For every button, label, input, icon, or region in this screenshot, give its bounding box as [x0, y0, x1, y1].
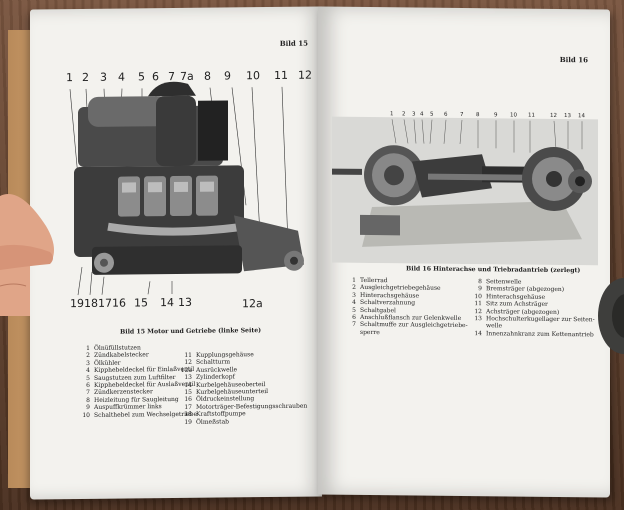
legend-number: 6 [86, 381, 90, 389]
callout-label: 13 [178, 295, 192, 309]
legend-number: 4 [352, 299, 356, 307]
legend-number: 13 [184, 374, 192, 382]
legend-text: Hochschulterkugellager zur Seiten- [486, 315, 595, 324]
callout-label: 6 [152, 70, 159, 84]
legend-text: welle [486, 322, 503, 330]
tape-roll [598, 278, 624, 354]
legend-number: 8 [86, 396, 90, 404]
right-page: Bild 16 [318, 6, 610, 498]
callout-label: 6 [444, 111, 448, 118]
callout-label: 3 [100, 70, 107, 84]
page-figure-number: Bild 15 [279, 38, 308, 48]
legend-number: 1 [352, 276, 356, 284]
callout-label: 8 [204, 69, 211, 83]
callout-label: 7 [460, 111, 464, 118]
callout-label: 1 [390, 111, 394, 118]
legend-number: 2 [352, 284, 356, 292]
figure-caption: Bild 15 Motor und Getriebe (linke Seite) [120, 327, 262, 336]
legend-number: 6 [352, 313, 356, 321]
callout-label: 19 [70, 296, 84, 311]
legend-number: 8 [478, 278, 482, 286]
callout-label: 17 [98, 296, 112, 310]
callout-label: 12 [550, 112, 557, 119]
legend-number: 15 [184, 388, 192, 396]
figure-caption: Bild 16 Hinterachse und Triebradantrieb … [406, 265, 581, 275]
page-figure-number: Bild 16 [559, 55, 588, 65]
legend-number: 9 [478, 285, 482, 293]
legend-number: 17 [184, 403, 192, 411]
legend-number: 5 [86, 374, 90, 382]
legend-number: 11 [184, 351, 192, 359]
legend-item: 14 Innenzahnkranz zum Kettenantrieb [470, 330, 595, 339]
legend-number: 12 [474, 307, 482, 315]
legend-number: 10 [82, 411, 90, 419]
legend-number: 12a [180, 366, 192, 374]
legend-text: Innenzahnkranz zum Kettenantrieb [486, 330, 594, 339]
legend-number: 13 [474, 315, 482, 323]
callout-label: 1 [66, 71, 73, 85]
engine-illustration [69, 81, 304, 296]
left-page: Bild 15 [30, 6, 322, 500]
legend-number: 1 [86, 344, 90, 352]
legend-text: Motorträger-Befestigungsschrauben [196, 402, 308, 411]
legend-number: 9 [86, 404, 90, 412]
callout-label: 7 [168, 70, 175, 84]
legend-number [470, 323, 482, 331]
legend-number: 3 [352, 291, 356, 299]
callout-label: 9 [224, 69, 231, 83]
callout-label: 14 [160, 296, 174, 310]
legend-number [344, 329, 356, 337]
callout-label: 4 [118, 70, 125, 84]
rear-axle-photo: 1 2 3 4 5 6 7 8 9 10 11 12 13 14 [332, 107, 598, 266]
callout-label: 12a [242, 297, 263, 311]
legend-number: 2 [86, 352, 90, 360]
legend-number: 14 [474, 329, 482, 338]
callout-label: 5 [138, 70, 145, 84]
legend-number: 11 [474, 300, 482, 308]
callout-label: 10 [510, 112, 517, 119]
legend-number: 16 [184, 396, 192, 404]
callout-label: 3 [412, 111, 416, 118]
legend-text: sperre [360, 328, 380, 336]
rear-axle-illustration [332, 116, 598, 266]
callout-label: 15 [134, 296, 148, 310]
callout-label: 11 [274, 68, 288, 82]
callout-label: 14 [578, 113, 585, 120]
callout-label: 13 [564, 113, 571, 120]
callout-label: 2 [82, 70, 89, 84]
callout-label: 4 [420, 111, 424, 118]
engine-photo: 1 2 3 4 5 6 7 7a 8 9 10 11 12 19 18 17 1… [48, 65, 312, 318]
legend-number: 14 [184, 381, 192, 389]
callout-label: 9 [494, 112, 498, 119]
callout-label: 10 [246, 69, 260, 83]
legend-number: 10 [474, 292, 482, 301]
legend-item: 19 Ölmeßstab [180, 417, 307, 426]
legend-number: 19 [184, 418, 192, 426]
legend-number: 5 [352, 306, 356, 314]
legend-number: 3 [86, 359, 90, 367]
callout-label: 16 [112, 296, 126, 310]
callout-label: 5 [430, 111, 434, 118]
legend-number: 7 [352, 321, 356, 329]
callout-label: 18 [84, 296, 98, 310]
legend-item: sperre [344, 329, 468, 338]
legend-number: 18 [184, 411, 192, 419]
legend-text: Zündkabelstecker [94, 351, 149, 360]
legend-number: 12 [184, 359, 192, 367]
callout-label: 11 [528, 112, 535, 119]
hand [0, 194, 54, 316]
callout-label: 2 [402, 111, 406, 118]
legend-number: 4 [86, 367, 90, 375]
legend-text: Ölmeßstab [196, 418, 229, 426]
legend-number: 7 [86, 389, 90, 397]
callout-label: 8 [476, 112, 480, 119]
callout-label: 12 [298, 68, 312, 82]
callout-label: 7a [180, 69, 194, 83]
